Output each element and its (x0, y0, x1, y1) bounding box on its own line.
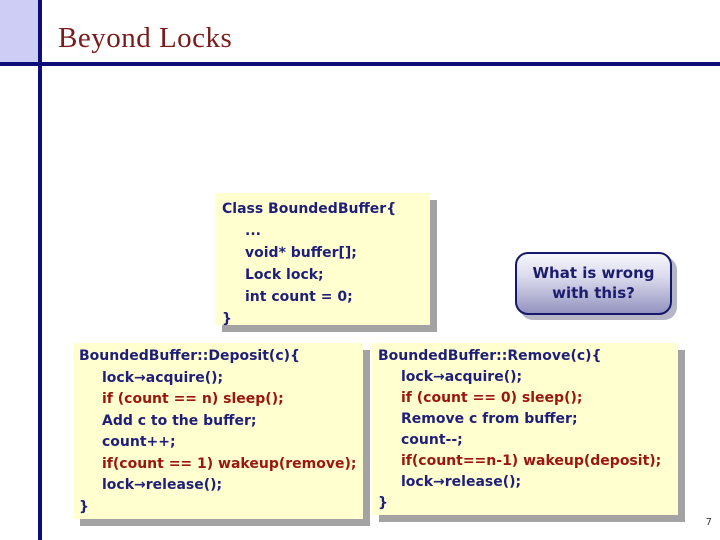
code-line: int count = 0; (245, 289, 353, 305)
callout-line-2: with this? (552, 284, 635, 302)
code-line: if(count==n-1) wakeup(deposit); (401, 453, 662, 469)
code-line: ... (245, 223, 261, 239)
code-line: count--; (401, 432, 463, 448)
code-line: lock→acquire(); (102, 369, 224, 386)
code-line: if (count == 0) sleep(); (401, 390, 583, 406)
page-title: Beyond Locks (58, 22, 233, 54)
callout-line-1: What is wrong (532, 264, 655, 282)
code-box-deposit: BoundedBuffer::Deposit(c){lock→acquire()… (73, 343, 363, 519)
horizontal-rule (0, 62, 720, 66)
code-line: } (378, 495, 388, 511)
code-line: BoundedBuffer::Remove(c){ (378, 348, 602, 364)
code-line: count++; (102, 434, 176, 450)
code-line: BoundedBuffer::Deposit(c){ (79, 348, 300, 364)
code-line: lock→acquire(); (401, 369, 523, 385)
code-box-class-definition: Class BoundedBuffer{... void* buffer[]; Lo… (215, 193, 430, 327)
code-line: Class BoundedBuffer{ (222, 201, 397, 217)
code-line: Add c to the buffer; (102, 412, 257, 429)
code-line: if(count == 1) wakeup(remove); (102, 455, 357, 472)
code-line: Remove c from buffer; (401, 411, 578, 427)
code-line: lock→release(); (401, 474, 522, 490)
vertical-rule (38, 0, 42, 540)
page-number: 7 (705, 517, 712, 528)
code-box-remove: BoundedBuffer::Remove(c){lock→acquire();… (372, 343, 678, 515)
code-line: } (79, 498, 89, 515)
callout-what-is-wrong: What is wrong with this? (515, 252, 672, 315)
code-line: if (count == n) sleep(); (102, 391, 284, 407)
code-line: } (222, 311, 232, 327)
corner-decoration-square (0, 0, 38, 62)
code-line: lock→release(); (102, 477, 223, 493)
code-line: Lock lock; (245, 267, 324, 283)
code-line: void* buffer[]; (245, 245, 357, 261)
